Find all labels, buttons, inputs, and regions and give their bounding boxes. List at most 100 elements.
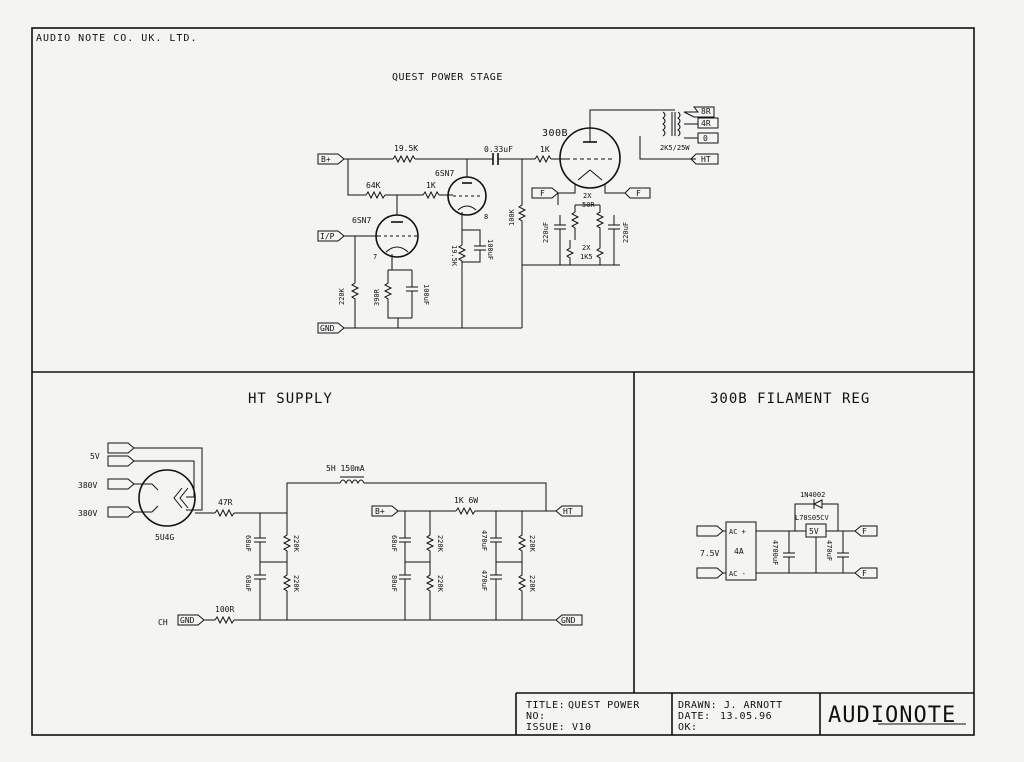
- c-68b-label: 68uF: [244, 575, 252, 592]
- capacitor-100uf-b: [462, 229, 486, 263]
- gnd-label: GND: [320, 324, 335, 333]
- transformer-label: 2K5/25W: [660, 144, 690, 152]
- filament-reg-circuit: 7.5V AC + 4A AC - 4700uF 5V L78S05CV 1N4…: [696, 491, 878, 581]
- fil-left-terminal: [531, 187, 559, 199]
- fil-out-bot-label: F: [862, 569, 867, 578]
- ht-supply-title: HT SUPPLY: [248, 391, 333, 407]
- resistor-100k: [517, 159, 527, 328]
- cap-68uf-pair-a: [254, 513, 266, 620]
- input-terminal: [317, 230, 345, 242]
- resistor-19k5: [392, 154, 416, 164]
- title-block: TITLE: QUEST POWER NO: ISSUE: V10 DRAWN:…: [526, 700, 966, 733]
- r-220e-label: 220K: [528, 535, 536, 553]
- r-390r-label: 390R: [373, 288, 381, 306]
- diode-1n4002: [812, 499, 823, 509]
- input-label: I/P: [320, 232, 335, 241]
- ht-bplus-label: B+: [375, 507, 385, 516]
- ht-gnd-left-terminal: [177, 614, 205, 626]
- c-100uf-b-label: 100uF: [486, 239, 494, 260]
- r-220c-label: 220K: [436, 535, 444, 553]
- c-220uf-b-label: 220uF: [622, 222, 630, 243]
- out-4r-label: 4R: [701, 119, 711, 128]
- rectifier-label: 5U4G: [155, 533, 174, 542]
- r-1k-300b-label: 1K: [540, 145, 550, 154]
- company-name: AUDIO NOTE CO. UK. LTD.: [36, 33, 197, 44]
- c-033-label: 0.33uF: [484, 145, 513, 154]
- resistor-220k: [350, 236, 360, 328]
- out-0-terminal: [697, 132, 719, 144]
- drawn-label: DRAWN:: [678, 700, 717, 711]
- r-19k5-cath-label: 19.5K: [450, 245, 458, 267]
- fil-out-bot-terminal: [854, 567, 878, 579]
- resistor-1k5-a: [566, 240, 575, 265]
- r-1k-grid-label: 1K: [426, 181, 436, 190]
- input-380v-a-label: 380V: [78, 481, 97, 490]
- resistor-220k-pair-a: [282, 513, 292, 620]
- ht-gnd-right-terminal: [555, 614, 583, 626]
- resistor-1k5-b: [596, 240, 605, 265]
- fil-left-label: F: [540, 189, 545, 198]
- rect-mid-label: 4A: [734, 547, 744, 556]
- r-220f-label: 220K: [528, 575, 536, 593]
- choke-5h: [339, 479, 365, 485]
- resistor-64k: [365, 190, 386, 200]
- resistor-390r: [383, 270, 412, 319]
- input-380v-b-label: 380V: [78, 509, 97, 518]
- ht-out-terminal: [555, 505, 583, 517]
- r-220b-label: 220K: [292, 575, 300, 593]
- c-470a-label: 470uF: [480, 530, 488, 551]
- out-4r-terminal: [697, 117, 719, 129]
- r-2x50r-label-a: 2X: [583, 192, 592, 200]
- c-68c-label: 68uF: [390, 535, 398, 552]
- tube-300b-label: 300B: [542, 128, 568, 139]
- power-stage-title: QUEST POWER STAGE: [392, 72, 503, 83]
- capacitor-4700uf: [783, 531, 795, 573]
- resistor-50r-b: [595, 205, 605, 240]
- capacitor-220uf-a: [554, 215, 566, 239]
- fil-out-top-terminal: [854, 525, 878, 537]
- r-47r-label: 47R: [218, 498, 233, 507]
- ht-supply-circuit: 5V 380V 380V 5U4G 47R 5H 150mA 68uF 68uF…: [78, 442, 583, 627]
- svg-text:2X: 2X: [582, 244, 591, 252]
- out-8r-label: 8R: [701, 107, 711, 116]
- c-100uf-a-label: 100uF: [422, 284, 430, 305]
- bplus-label: B+: [321, 155, 331, 164]
- date-label: DATE:: [678, 711, 711, 722]
- resistor-1k-6w: [455, 506, 476, 516]
- out-0-label: 0: [703, 134, 708, 143]
- title-value: QUEST POWER: [568, 700, 640, 711]
- ht-gnd-left-label: GND: [180, 616, 195, 625]
- gnd-terminal: [317, 322, 345, 334]
- tube-6sn7-v1-label: 6SN7: [352, 216, 371, 225]
- input-7v5-label: 7.5V: [700, 549, 719, 558]
- resistor-1k-grid: [422, 190, 440, 200]
- r-1k6w-label: 1K 6W: [454, 496, 478, 505]
- r-220k-label: 220K: [338, 287, 346, 305]
- issue-label: ISSUE:: [526, 722, 565, 733]
- resistor-47r: [214, 508, 235, 518]
- rectifier-5u4g: [138, 469, 196, 527]
- ht-out-label: HT: [563, 507, 573, 516]
- resistor-19k5-cath: [457, 212, 467, 328]
- pin-8-label: 8: [484, 213, 488, 221]
- regulator-label: L78S05CV: [795, 514, 830, 522]
- c-68a-label: 68uF: [244, 535, 252, 552]
- c-in-label: 4700uF: [771, 540, 779, 565]
- title-label: TITLE:: [526, 700, 565, 711]
- fil-out-top-label: F: [862, 527, 867, 536]
- bplus-terminal: [317, 153, 345, 165]
- c-80-label: 80uF: [390, 575, 398, 592]
- r-100r-label: 100R: [215, 605, 234, 614]
- date-value: 13.05.96: [720, 711, 772, 722]
- fil-right-label: F: [636, 189, 641, 198]
- r-2x50r-label-b: 50R: [582, 201, 595, 209]
- r-220a-label: 220K: [292, 535, 300, 553]
- c-470b-label: 470uF: [480, 570, 488, 591]
- rect-bot-label: AC -: [729, 570, 746, 578]
- out-ht-label: HT: [701, 155, 711, 164]
- tube-6sn7-v2-label: 6SN7: [435, 169, 454, 178]
- r-100k-label: 100K: [508, 208, 516, 226]
- power-stage-circuit: B+ 19.5K 0.33uF 1K 300B 2K5/25W: [317, 106, 719, 334]
- filament-reg-title: 300B FILAMENT REG: [710, 391, 870, 407]
